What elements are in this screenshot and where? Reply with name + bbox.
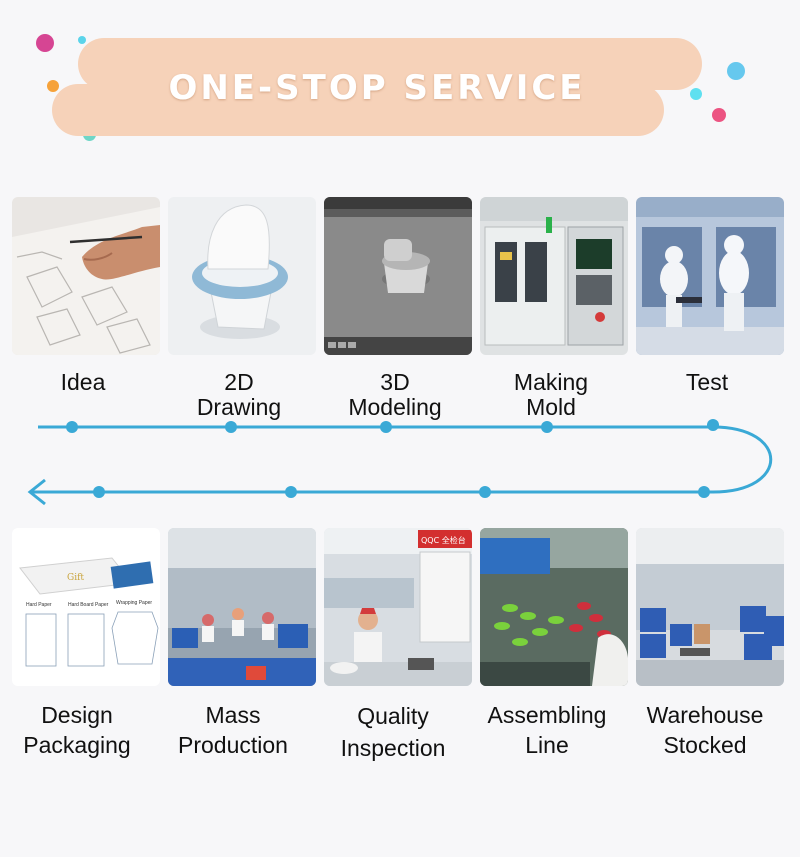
flow-node [225, 421, 237, 433]
photo-3d-modeling [324, 197, 472, 355]
step-label-3d-modeling: 3D Modeling [348, 369, 442, 420]
step-label-warehouse-stocked: Warehouse Stocked [646, 702, 764, 758]
title-banner: ONE-STOP SERVICE [52, 38, 702, 136]
step-label-test: Test [685, 369, 729, 395]
step-label-design-packaging: Design Packaging [23, 702, 131, 758]
flow-node [93, 486, 105, 498]
packaging-label-3: Wrapping Paper [116, 600, 152, 606]
photo-making-mold [480, 197, 628, 355]
decor-dot-cyan-right [690, 88, 702, 100]
flow-node [707, 419, 719, 431]
banner-shape-top [78, 38, 702, 90]
packaging-label-2: Hard Board Paper [68, 602, 109, 608]
svg-text:Gift: Gift [67, 573, 84, 583]
packaging-label-1: Hard Paper [26, 602, 52, 608]
page-title: ONE-STOP SERVICE [168, 68, 586, 108]
flow-node [66, 421, 78, 433]
photo-test [636, 197, 784, 355]
flow-node [380, 421, 392, 433]
photo-2d-drawing [168, 197, 316, 355]
photo-design-packaging: Gift Hard Paper Hard Board Paper Wrappin… [12, 528, 160, 686]
decor-dot-cyan [78, 36, 86, 44]
flow-node [541, 421, 553, 433]
flow-node [698, 486, 710, 498]
step-label-mass-production: Mass Production [178, 702, 288, 758]
photo-assembling-line [480, 528, 628, 686]
arrow-left-icon [27, 478, 46, 506]
qc-sign-text: QQC 全检台 [421, 535, 466, 545]
flow-node [479, 486, 491, 498]
step-label-2d-drawing: 2D Drawing [196, 369, 282, 420]
decor-dot-pink [712, 108, 726, 122]
photo-warehouse-stocked [636, 528, 784, 686]
step-label-making-mold: Making Mold [513, 369, 589, 420]
photo-mass-production [168, 528, 316, 686]
step-label-assembling-line: Assembling Line [487, 702, 607, 758]
decor-dot-magenta [36, 34, 54, 52]
banner-shape-bottom [52, 84, 664, 136]
photo-quality-inspection: QQC 全检台 [324, 528, 472, 686]
photo-idea [12, 197, 160, 355]
decor-dot-orange [47, 80, 59, 92]
step-label-quality-inspection: Quality Inspection [340, 703, 446, 761]
step-label-idea: Idea [60, 369, 106, 395]
decor-dot-blue [727, 62, 745, 80]
flow-node [285, 486, 297, 498]
